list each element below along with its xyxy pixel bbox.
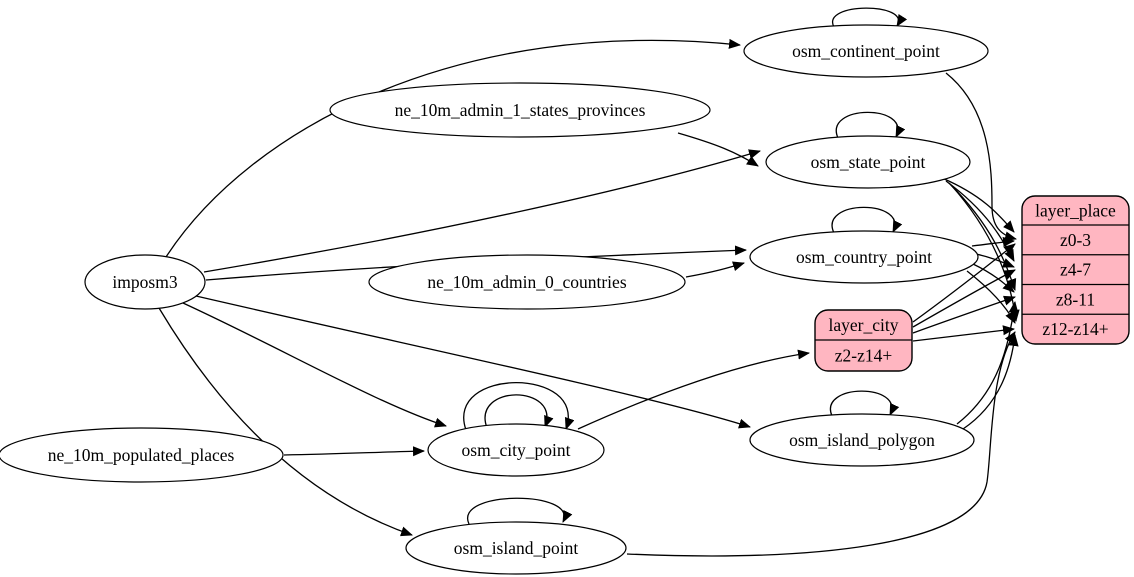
node-osm-continent-point: osm_continent_point — [743, 24, 989, 78]
edge-osm-city-point-to-osm-city-point-self-loop — [463, 382, 575, 431]
node-osm-city-point-shape — [427, 423, 605, 477]
edge-osm-city-point-to-layer-city-z2-z14 — [577, 349, 810, 430]
edge-layer-city-to-layer-place-z4-7 — [912, 269, 1016, 328]
node-osm-state-point-label: osm_state_point — [811, 152, 926, 172]
edge-osm-island-point-to-layer-place-z12-z14 — [626, 331, 1016, 557]
edge-layer-city-to-layer-place-z0-3 — [912, 243, 1016, 323]
edge-imposm3-to-osm-city-point — [182, 302, 447, 428]
node-ne-10m-admin-1-states-provinces-label: ne_10m_admin_1_states_provinces — [395, 100, 646, 120]
node-layer-place-row-z12-z14: z12-z14+ — [1042, 319, 1108, 339]
node-osm-country-point-label: osm_country_point — [796, 247, 932, 267]
edge-layer-city-to-layer-place-z12-z14 — [912, 325, 1015, 342]
node-imposm3: imposm3 — [84, 254, 206, 310]
node-osm-continent-point-label: osm_continent_point — [792, 41, 940, 61]
node-osm-country-point: osm_country_point — [749, 230, 979, 284]
node-osm-island-point: osm_island_point — [405, 521, 627, 575]
node-ne-10m-admin-0-countries: ne_10m_admin_0_countries — [368, 254, 686, 310]
node-ne-10m-admin-0-countries-shape — [368, 254, 686, 310]
edge-osm-continent-point-to-osm-continent-point-self-loop — [831, 7, 908, 28]
node-imposm3-label: imposm3 — [112, 272, 177, 292]
edge-ne-10m-admin-1-states-provinces-to-osm-state-point — [677, 132, 759, 167]
node-osm-country-point-shape — [749, 230, 979, 284]
node-ne-10m-admin-1-states-provinces: ne_10m_admin_1_states_provinces — [329, 82, 711, 138]
edge-osm-city-point-to-osm-city-point-self-loop — [484, 394, 554, 429]
node-layer-place-row-z8-11: z8-11 — [1056, 289, 1095, 309]
edge-osm-country-point-to-layer-place-z0-3 — [971, 236, 1015, 247]
edge-layer — [158, 7, 1020, 557]
edge-imposm3-to-osm-island-point — [158, 307, 413, 537]
node-osm-island-point-shape — [405, 521, 627, 575]
edge-osm-island-polygon-to-osm-island-polygon-self-loop — [829, 390, 900, 417]
node-osm-island-polygon: osm_island_polygon — [749, 413, 975, 467]
node-ne-10m-admin-0-countries-label: ne_10m_admin_0_countries — [427, 272, 626, 292]
edge-osm-island-polygon-to-layer-place-z8-11 — [956, 301, 1019, 425]
edge-osm-state-point-to-layer-place-z0-3 — [941, 177, 1015, 233]
node-osm-island-polygon-shape — [749, 413, 975, 467]
node-ne-10m-admin-1-states-provinces-shape — [329, 82, 711, 138]
edge-ne-10m-populated-places-to-osm-city-point — [283, 446, 425, 457]
node-osm-city-point-label: osm_city_point — [462, 440, 571, 460]
edge-layer-city-to-layer-place-z8-11 — [912, 295, 1016, 334]
node-layer-city-header: layer_city — [829, 315, 899, 335]
edge-imposm3-to-osm-state-point — [203, 149, 761, 273]
node-ne-10m-populated-places-shape — [0, 427, 284, 483]
edge-osm-country-point-to-osm-country-point-self-loop — [831, 206, 903, 234]
edge-osm-country-point-to-layer-place-z12-z14 — [966, 270, 1016, 324]
node-osm-island-point-label: osm_island_point — [454, 538, 579, 558]
edge-osm-island-polygon-to-layer-place-z12-z14 — [962, 334, 1019, 430]
node-imposm3-shape — [84, 254, 206, 310]
node-layer-city: layer_city z2-z14+ — [814, 309, 913, 372]
edge-osm-country-point-to-layer-place-z4-7 — [975, 253, 1015, 268]
node-layer-place-row-z0-3: z0-3 — [1060, 230, 1091, 250]
edge-osm-island-point-to-osm-island-point-self-loop — [466, 497, 573, 525]
node-layer-place-shape — [1021, 195, 1130, 345]
edge-osm-country-point-to-layer-place-z8-11 — [972, 263, 1015, 293]
edge-osm-continent-point-to-layer-place-z0-3 — [945, 72, 1017, 242]
node-layer-place: layer_place z0-3 z4-7 z8-11 z12-z14+ — [1021, 195, 1130, 345]
node-layer: imposm3 ne_10m_admin_1_states_provincesne… — [0, 24, 1130, 575]
node-ne-10m-populated-places-label: ne_10m_populated_places — [48, 445, 235, 465]
node-layer-place-header: layer_place — [1035, 201, 1116, 221]
edge-imposm3-to-osm-island-polygon — [195, 295, 751, 429]
node-osm-continent-point-shape — [743, 24, 989, 78]
edge-ne-10m-admin-0-countries-to-osm-country-point — [685, 261, 745, 278]
node-layer-city-row-z2-z14: z2-z14+ — [835, 346, 893, 366]
node-layer-place-row-z4-7: z4-7 — [1060, 260, 1091, 280]
edge-imposm3-to-osm-continent-point — [165, 38, 741, 258]
node-osm-state-point-shape — [765, 135, 971, 189]
edge-osm-state-point-to-osm-state-point-self-loop — [835, 111, 906, 139]
node-osm-island-polygon-label: osm_island_polygon — [789, 430, 935, 450]
node-osm-city-point: osm_city_point — [427, 423, 605, 477]
node-osm-state-point: osm_state_point — [765, 135, 971, 189]
node-ne-10m-populated-places: ne_10m_populated_places — [0, 427, 284, 483]
